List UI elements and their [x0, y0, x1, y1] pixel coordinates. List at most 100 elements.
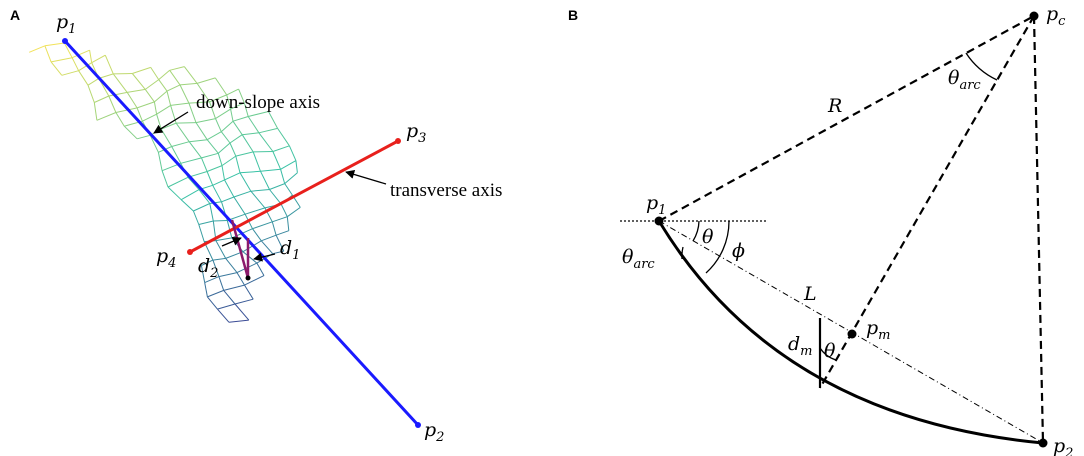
mesh-line	[61, 70, 79, 76]
label-p1-b: p1	[646, 192, 666, 218]
mesh-line	[223, 290, 236, 305]
mesh-line	[212, 179, 225, 186]
mesh-line	[87, 85, 95, 103]
mesh-line	[214, 77, 228, 96]
mesh-line	[115, 107, 138, 113]
mesh-line	[192, 210, 200, 225]
radius-line-pc-p2	[1032, 15, 1045, 444]
mesh-line	[260, 168, 281, 172]
mesh-line	[223, 284, 245, 291]
mesh-line	[144, 89, 155, 103]
theta-arc-angle-arc-p1	[681, 246, 684, 260]
mesh-line	[157, 152, 163, 171]
mesh-line	[232, 120, 243, 135]
mesh-line	[242, 132, 259, 136]
label-theta: θ	[702, 226, 714, 248]
mesh-line	[170, 102, 189, 106]
down-slope-axis	[63, 39, 420, 427]
mesh-line	[189, 139, 208, 143]
theta-angle-arc-pm	[819, 347, 837, 361]
mesh-line	[166, 90, 172, 106]
mesh-line	[71, 49, 90, 59]
mesh-line	[153, 101, 158, 115]
mesh-line	[217, 142, 231, 154]
label-p3-a: p3	[406, 120, 426, 146]
panel-a-label: A	[10, 7, 20, 23]
mesh-line	[248, 111, 269, 117]
mesh-line	[252, 228, 262, 242]
mesh-line	[206, 165, 223, 172]
mesh-line	[179, 82, 198, 86]
radius-line-p1-pc	[658, 15, 1035, 222]
mesh-line	[244, 284, 254, 300]
mesh-line	[235, 155, 241, 173]
phi-angle-arc	[705, 220, 730, 274]
label-pm: pm	[866, 317, 891, 343]
p2-marker	[415, 422, 421, 428]
mesh-line	[187, 176, 200, 190]
label-dm: dm	[788, 333, 813, 359]
mesh-line	[212, 259, 220, 277]
mesh-line	[112, 73, 128, 93]
mesh-line	[136, 134, 151, 140]
mesh-line	[193, 203, 211, 212]
mesh-line	[108, 91, 128, 97]
mesh-line	[50, 61, 63, 76]
mesh-line	[268, 111, 279, 129]
label-theta-arc-p1: θarc	[622, 246, 655, 272]
mesh-line	[123, 125, 138, 140]
mesh-line	[239, 170, 261, 174]
slope-mesh	[29, 42, 301, 323]
mesh-line	[272, 216, 288, 223]
mesh-line	[280, 169, 286, 184]
mesh-line	[238, 88, 245, 103]
mesh-line	[78, 62, 92, 72]
mesh-line	[212, 185, 222, 203]
mesh-line	[89, 50, 93, 63]
mesh-line	[226, 94, 232, 110]
mesh-line	[233, 196, 246, 215]
mesh-line	[160, 128, 173, 147]
p2-marker-b	[1038, 438, 1048, 448]
mesh-line	[258, 127, 278, 134]
panel-a: A p1 p2 p3 p4 d1 d2 down-slope axis tran…	[10, 7, 502, 445]
arc-curve	[657, 220, 1044, 445]
mesh-line	[232, 116, 249, 122]
mesh-line	[136, 107, 143, 122]
p3-marker	[395, 138, 401, 144]
theta-angle-arc	[692, 220, 700, 242]
mesh-line	[166, 84, 181, 92]
mesh-line	[169, 66, 185, 71]
mesh-line	[154, 90, 168, 103]
mesh-line	[261, 234, 277, 242]
label-p2-b: p2	[1053, 435, 1073, 456]
mesh-line	[229, 134, 243, 144]
mesh-line	[195, 118, 216, 124]
mesh-line	[236, 272, 245, 286]
label-phi: ϕ	[732, 240, 745, 262]
mesh-line	[132, 66, 151, 74]
mesh-line	[212, 257, 226, 261]
label-d2: d2	[198, 255, 218, 281]
mesh-line	[215, 118, 222, 132]
mesh-line	[260, 171, 270, 190]
mesh-line	[126, 92, 138, 109]
transverse-axis	[189, 139, 399, 254]
mesh-line	[213, 220, 228, 222]
label-R: R	[827, 95, 842, 117]
p4-marker	[187, 249, 193, 255]
mesh-line	[149, 135, 159, 153]
mesh-line	[201, 152, 219, 159]
mesh-line	[183, 66, 198, 84]
label-p1-a: p1	[56, 11, 76, 37]
mesh-line	[235, 151, 254, 157]
p1-marker-b	[654, 216, 664, 226]
mesh-line	[220, 131, 231, 144]
mesh-line	[171, 146, 182, 164]
mesh-line	[233, 190, 252, 198]
mesh-line	[215, 240, 227, 259]
mesh-line	[207, 296, 218, 310]
mesh-line	[226, 88, 239, 96]
mesh-line	[287, 206, 301, 218]
